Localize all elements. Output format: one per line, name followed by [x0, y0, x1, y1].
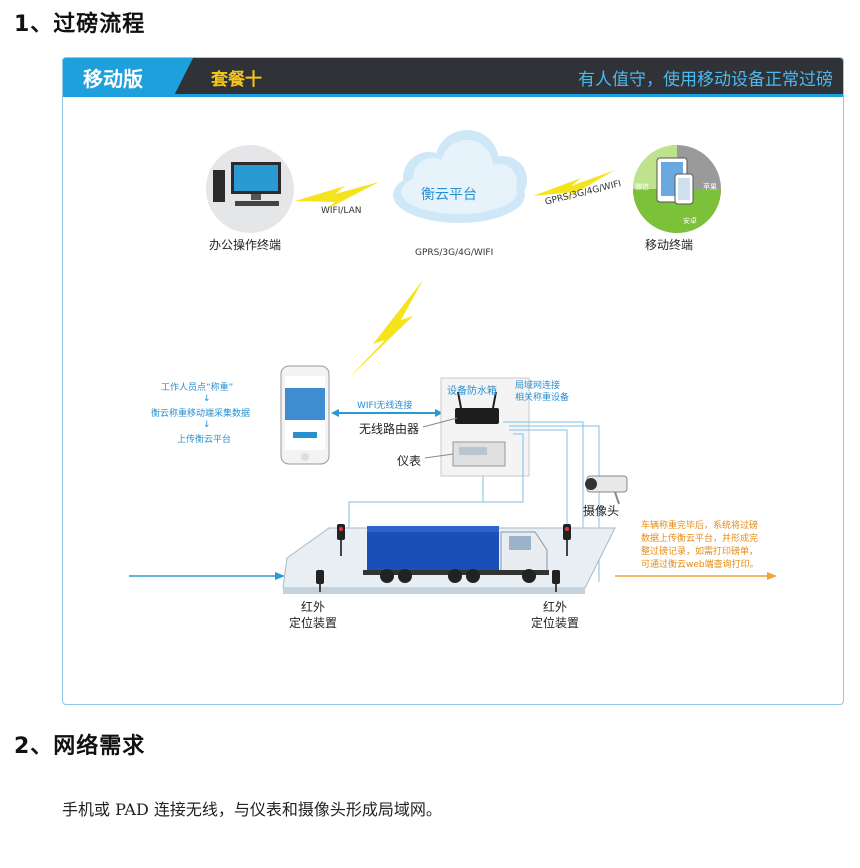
- tablet-label-wechat: 微信: [635, 183, 649, 191]
- workflow-step-3: 上传衡云平台: [177, 435, 232, 445]
- sensor-left-label-1: 红外: [301, 600, 326, 614]
- panel-tab-label: 移动版: [83, 67, 143, 91]
- workflow-arrow-2: ↓: [203, 420, 211, 430]
- panel-header: 移动版 套餐十 有人值守，使用移动设备正常过磅: [63, 58, 843, 94]
- wifi-link-label: WIFI无线连接: [357, 401, 413, 411]
- camera-icon: [585, 475, 628, 505]
- desktop-computer-icon: [213, 162, 281, 206]
- infrared-sensor-left-icon: [316, 570, 324, 592]
- section2-paragraph: 手机或 PAD 连接无线，与仪表和摄像头形成局域网。: [62, 800, 442, 819]
- router-icon: [455, 391, 499, 424]
- workflow-step-1: 工作人员点“称重”: [161, 383, 234, 393]
- weighing-meter-icon: [452, 441, 506, 467]
- panel-slogan: 有人值守，使用移动设备正常过磅: [578, 70, 833, 90]
- sensor-right-label-2: 定位装置: [531, 616, 580, 630]
- gprs-bottom-label: GPRS/3G/4G/WIFI: [415, 248, 494, 258]
- truck-icon: [363, 526, 549, 583]
- panel-tab-bg: [63, 58, 193, 94]
- completion-note-line-1: 车辆称重完毕后，系统将过磅: [641, 521, 759, 531]
- camera-label: 摄像头: [583, 504, 620, 518]
- completion-note-line-2: 数据上传衡云平台，并形成完: [641, 534, 759, 544]
- traffic-light-left-icon: [337, 524, 345, 556]
- equipment-box-title: 设备防水箱: [447, 386, 497, 397]
- cloud-icon: [393, 130, 527, 223]
- completion-note-line-4: 可通过衡云web端查询打印。: [641, 560, 759, 570]
- traffic-light-right-icon: [563, 524, 571, 556]
- completion-note-line-3: 整过磅记录，如需打印磅单，: [641, 547, 759, 557]
- lightning-cloud-phone-icon: [347, 280, 423, 380]
- wifi-lan-label: WIFI/LAN: [321, 206, 362, 216]
- panel-header-rule: [63, 94, 843, 97]
- infrared-sensor-right-icon: [552, 570, 560, 592]
- smartphone-icon: [280, 365, 330, 465]
- tablet-label-android: 安卓: [683, 217, 697, 225]
- workflow-arrow-1: ↓: [203, 394, 211, 404]
- lan-note-line-1: 局域网连接: [515, 381, 561, 391]
- lightning-cloud-mobile-icon: [533, 170, 615, 200]
- lan-note-line-2: 相关称重设备: [515, 393, 570, 403]
- package-label: 套餐十: [211, 70, 262, 90]
- cloud-label: 衡云平台: [421, 187, 477, 203]
- tablet-label-apple: 苹果: [703, 183, 717, 191]
- section1-title: 1、过磅流程: [14, 12, 146, 37]
- flow-diagram: [129, 130, 777, 594]
- weighing-flow-panel: 移动版 套餐十 有人值守，使用移动设备正常过磅: [62, 57, 844, 705]
- meter-label: 仪表: [397, 454, 422, 468]
- section2-title: 2、网络需求: [14, 734, 146, 759]
- workflow-step-2: 衡云称重移动端采集数据: [151, 409, 251, 419]
- router-label: 无线路由器: [359, 422, 420, 436]
- office-terminal-label: 办公操作终端: [209, 238, 282, 252]
- lightning-office-cloud-icon: [295, 182, 379, 210]
- sensor-right-label-1: 红外: [543, 600, 568, 614]
- sensor-left-label-2: 定位装置: [289, 616, 338, 630]
- mobile-terminal-icon: [633, 145, 721, 233]
- mobile-terminal-label: 移动终端: [645, 238, 694, 252]
